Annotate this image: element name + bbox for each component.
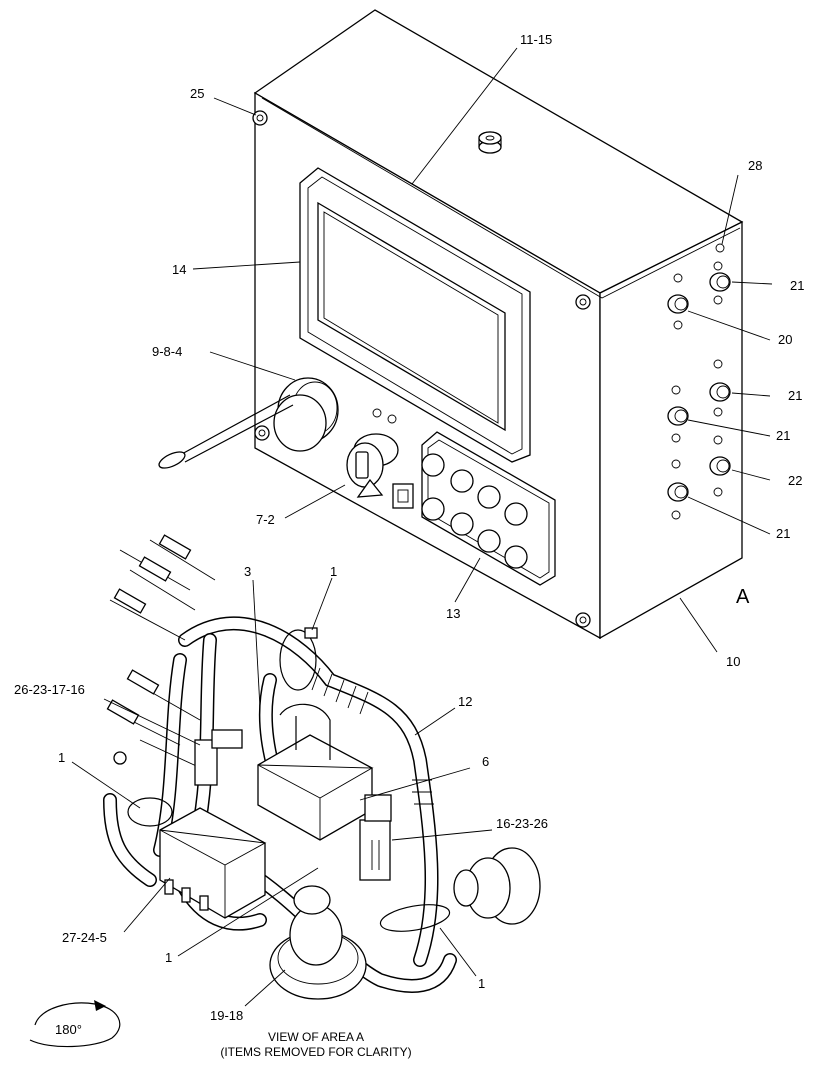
callout-21: 21 xyxy=(776,526,790,541)
view-caption: VIEW OF AREA A (ITEMS REMOVED FOR CLARIT… xyxy=(220,1030,411,1059)
callout-10: 10 xyxy=(726,654,740,669)
callout-21: 21 xyxy=(790,278,804,293)
connector-cap xyxy=(158,377,339,469)
callout-1: 1 xyxy=(58,750,65,765)
view-caption-line2: (ITEMS REMOVED FOR CLARITY) xyxy=(220,1045,411,1059)
callout-25: 25 xyxy=(190,86,204,101)
callout-3: 3 xyxy=(244,564,251,579)
callout-13: 13 xyxy=(446,606,460,621)
port-plug xyxy=(667,406,689,426)
callout-16-23-26: 16-23-26 xyxy=(496,816,548,831)
callout-1: 1 xyxy=(330,564,337,579)
area-marker: A xyxy=(736,586,750,608)
callout-21: 21 xyxy=(788,388,802,403)
port-plug xyxy=(667,482,689,502)
port-plug xyxy=(709,382,731,402)
rotation-indicator: 180° xyxy=(29,1000,121,1048)
callout-9-8-4: 9-8-4 xyxy=(152,344,182,359)
callout-12: 12 xyxy=(458,694,472,709)
callout-1: 1 xyxy=(165,950,172,965)
callout-labels: 11-15 25 28 14 21 20 9-8-4 21 21 22 7-2 … xyxy=(14,32,804,1023)
callout-28: 28 xyxy=(748,158,762,173)
bulkhead-connector-19-18 xyxy=(269,885,367,1000)
side-connector xyxy=(453,847,541,925)
callout-11-15: 11-15 xyxy=(520,32,552,47)
port-screws xyxy=(671,243,725,520)
display-bezel xyxy=(299,167,531,463)
wire-terminals xyxy=(106,534,192,765)
callout-19-18: 19-18 xyxy=(210,1008,243,1023)
callout-27-24-5: 27-24-5 xyxy=(62,930,107,945)
view-caption-line1: VIEW OF AREA A xyxy=(268,1030,364,1044)
indicator-leds xyxy=(372,408,397,424)
callout-1: 1 xyxy=(478,976,485,991)
callout-26-23-17-16: 26-23-17-16 xyxy=(14,682,85,697)
callout-14: 14 xyxy=(172,262,186,277)
port-plug xyxy=(667,294,689,314)
rotation-label: 180° xyxy=(55,1022,82,1037)
callout-20: 20 xyxy=(778,332,792,347)
callout-7-2: 7-2 xyxy=(256,512,275,527)
callout-22: 22 xyxy=(788,473,802,488)
port-plug xyxy=(709,456,731,476)
keypad xyxy=(421,431,556,586)
callout-6: 6 xyxy=(482,754,489,769)
leader-lines xyxy=(71,47,773,1007)
side-ports xyxy=(667,243,731,520)
keypad-buttons xyxy=(421,453,528,569)
callout-21: 21 xyxy=(776,428,790,443)
port-plug xyxy=(709,272,731,292)
harness-detail xyxy=(103,534,541,1000)
mounting-screws xyxy=(252,110,591,628)
key-switch xyxy=(346,433,414,509)
